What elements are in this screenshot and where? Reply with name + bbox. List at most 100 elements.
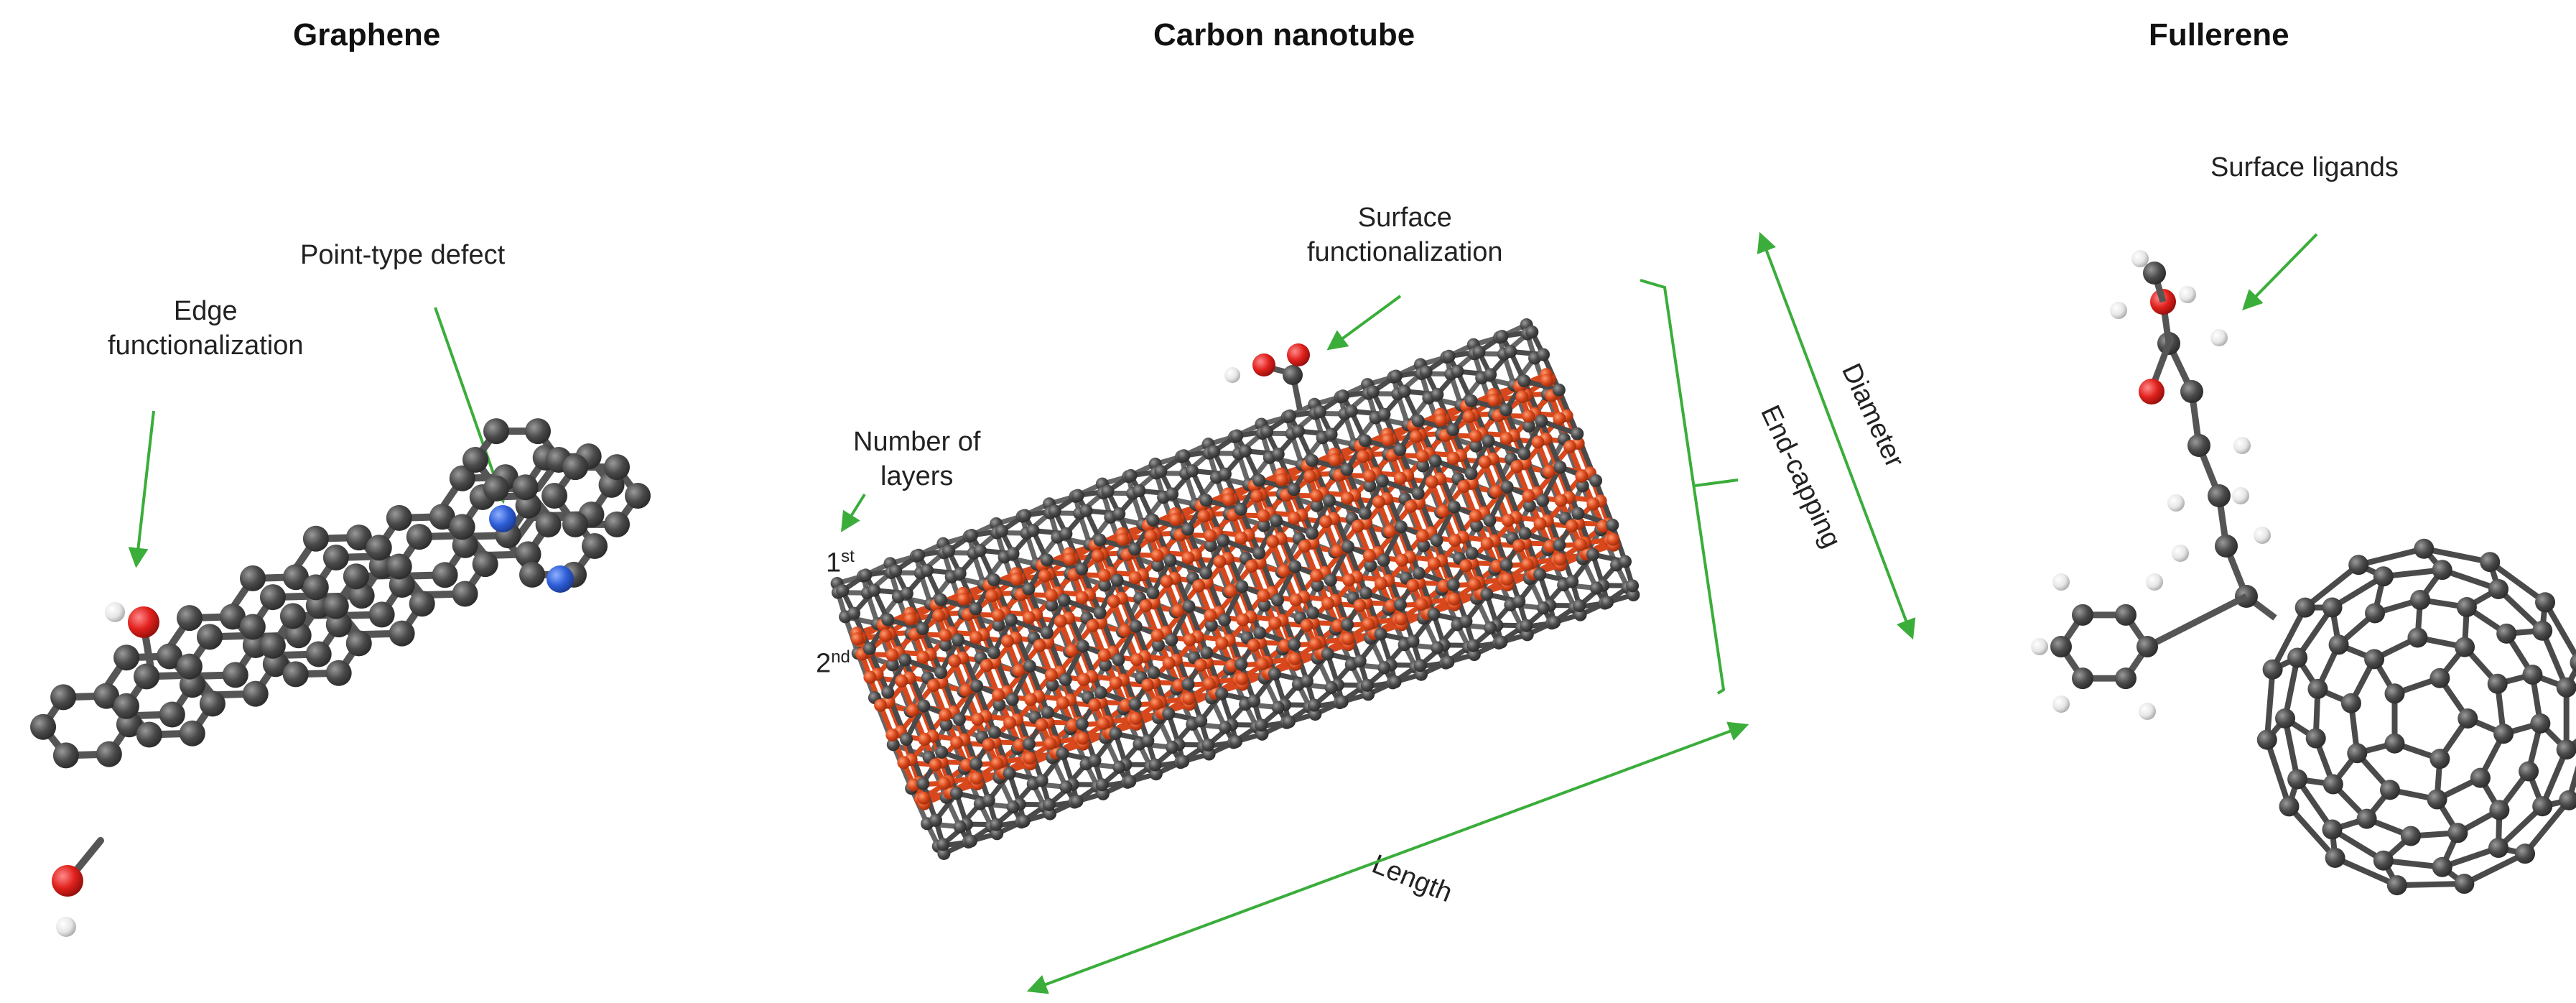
nanotube-molecule <box>830 318 1640 860</box>
oxygen-atom <box>2139 379 2165 405</box>
carbon-atom <box>1006 800 1020 814</box>
fullerene-bond <box>2423 545 2491 565</box>
carbon-atom <box>1520 619 1533 632</box>
inner-layer-atom <box>1097 568 1111 582</box>
carbon-atom <box>1412 566 1426 580</box>
inner-layer-atom <box>1225 659 1239 672</box>
inner-layer-atom <box>1204 529 1217 542</box>
fullerene-bond <box>2539 629 2570 689</box>
inner-layer-atom <box>1222 493 1235 507</box>
surface-label-line1: Surface <box>1357 203 1452 233</box>
carbon-atom <box>1003 767 1016 780</box>
carbon-atom <box>1005 693 1019 706</box>
carbon-atom <box>2136 636 2158 657</box>
inner-layer-atom <box>1234 531 1248 545</box>
carbon-atom <box>1154 464 1168 478</box>
carbon-atom <box>949 787 963 800</box>
tube-bond <box>1186 605 1209 654</box>
inner-layer-atom <box>990 757 1004 770</box>
inner-layer-atom <box>1459 559 1473 573</box>
carbon-atom <box>2115 667 2136 690</box>
carbon-atom <box>1465 547 1479 560</box>
carbon-atom <box>1141 734 1155 747</box>
carbon-atom <box>953 820 967 833</box>
tube-bond <box>921 705 944 754</box>
carbon-atom <box>1282 715 1296 729</box>
inner-layer-atom <box>1415 597 1428 611</box>
carbon-atom <box>2115 604 2136 626</box>
carbon-atom <box>881 613 895 627</box>
carbon-atom <box>1018 509 1031 522</box>
inner-layer-atom <box>1013 739 1026 752</box>
carbon-atom <box>343 563 369 590</box>
carbon-atom <box>2470 767 2491 788</box>
inner-layer-atom <box>1116 532 1130 546</box>
inner-layer-atom <box>1434 413 1448 427</box>
carbon-atom <box>1123 775 1137 788</box>
diameter-arrow <box>1757 231 1916 640</box>
carbon-atom <box>449 465 475 491</box>
carbon-atom <box>1288 637 1301 651</box>
carbon-atom <box>1393 443 1407 456</box>
tube-bond <box>1558 466 1581 514</box>
carbon-atom <box>1041 706 1054 719</box>
carbon-atom <box>1071 489 1084 502</box>
carbon-atom <box>302 574 329 601</box>
carbon-atom <box>1271 448 1285 461</box>
carbon-atom <box>1070 795 1084 808</box>
carbon-atom <box>2365 603 2386 624</box>
carbon-atom <box>1271 701 1285 714</box>
inner-layer-atom <box>960 758 974 772</box>
surface-label-line2: functionalization <box>1307 236 1503 267</box>
carbon-atom <box>1459 614 1473 628</box>
carbon-atom <box>1552 383 1566 397</box>
carbon-atom <box>2287 769 2308 790</box>
carbon-atom <box>1022 737 1036 751</box>
carbon-atom <box>1413 659 1427 672</box>
inner-layer-atom <box>1255 657 1269 670</box>
carbon-atom <box>1566 575 1579 588</box>
inner-layer-atom <box>1372 495 1385 509</box>
carbon-atom <box>1093 606 1107 619</box>
carbon-atom <box>1447 500 1461 514</box>
inner-layer-atom <box>1565 519 1578 532</box>
carbon-atom <box>1218 613 1232 627</box>
carbon-atom <box>1394 520 1408 534</box>
carbon-atom <box>2072 667 2093 690</box>
carbon-atom <box>1472 345 1486 359</box>
inner-layer-atom <box>885 728 899 741</box>
carbon-atom <box>995 524 1008 538</box>
tube-bond <box>1539 420 1563 468</box>
carbon-atom <box>134 663 160 690</box>
carbon-atom <box>1057 593 1071 607</box>
carbon-atom <box>242 680 269 707</box>
carbon-atom <box>886 738 900 752</box>
carbon-atom <box>2294 597 2315 618</box>
point-defect-label: Point-type defect <box>300 240 506 270</box>
carbon-atom <box>1484 368 1497 382</box>
surface-functionalization-arrow <box>1326 295 1402 351</box>
inner-layer-atom <box>1129 711 1143 725</box>
carbon-atom <box>1079 504 1093 517</box>
carbon-atom <box>917 699 931 713</box>
carbon-atom <box>1229 735 1243 749</box>
carbon-atom <box>2356 808 2377 829</box>
carbon-atom <box>1398 384 1411 398</box>
inner-layer-atom <box>1275 473 1288 486</box>
carbon-atom <box>582 533 608 559</box>
carbon-atom <box>921 563 934 577</box>
carbon-atom <box>1006 547 1020 560</box>
carbon-atom <box>953 567 967 581</box>
carbon-atom <box>1480 588 1494 601</box>
end-capping-bracket <box>1640 279 1726 695</box>
inner-layer-atom <box>907 778 921 792</box>
carbon-atom <box>1075 563 1089 576</box>
carbon-atom <box>219 604 246 630</box>
carbon-atom <box>1311 578 1324 592</box>
fullerene-bond <box>2566 765 2576 801</box>
carbon-atom <box>1499 403 1513 417</box>
fullerene-molecule <box>2031 250 2576 896</box>
carbon-atom <box>1377 661 1391 675</box>
fullerene-bond <box>2496 587 2544 633</box>
carbon-atom <box>1252 546 1266 560</box>
